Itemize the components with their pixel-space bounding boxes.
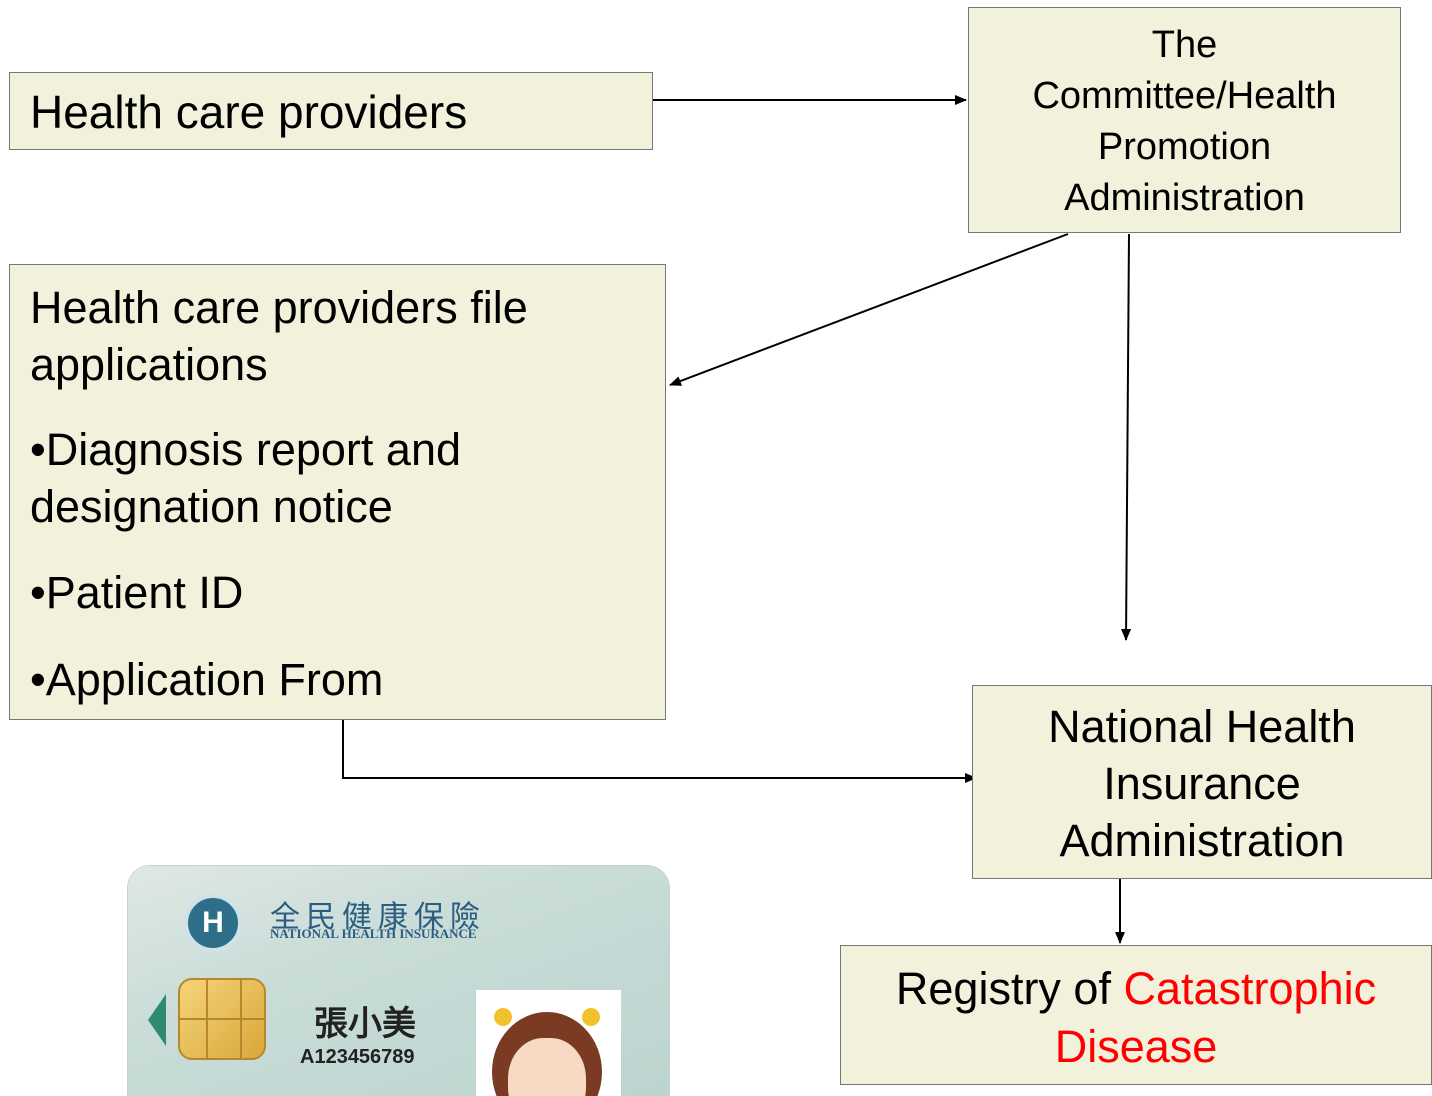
registry-highlight-2: Disease xyxy=(1054,1021,1218,1072)
applications-bullet-diagnosis: •Diagnosis report and designation notice xyxy=(30,424,461,532)
node-registry-catastrophic-disease: Registry of Catastrophic Disease xyxy=(840,945,1432,1085)
applications-intro: Health care providers file applications xyxy=(30,282,528,390)
node-national-health-insurance: National Health Insurance Administration xyxy=(972,685,1432,879)
node-label: National Health Insurance Administration xyxy=(1048,701,1356,866)
smart-chip-icon xyxy=(178,978,266,1060)
registry-highlight: Catastrophic xyxy=(1123,963,1377,1014)
node-label: Registry of Catastrophic Disease xyxy=(841,946,1431,1076)
hair-bow-icon xyxy=(494,1008,512,1026)
node-health-care-providers: Health care providers xyxy=(9,72,653,150)
insurance-card-image: H 全民健康保險 NATIONAL HEALTH INSURANCE 張小美 A… xyxy=(128,866,669,1096)
card-holder-name: 張小美 xyxy=(314,1005,416,1043)
card-insert-arrow-icon xyxy=(148,994,166,1046)
arrow-committee-to-nhi xyxy=(1121,233,1132,641)
applications-bullet-patient-id: •Patient ID xyxy=(30,567,244,618)
arrow-applications-to-nhi xyxy=(342,712,977,783)
node-label: The Committee/Health Promotion Administr… xyxy=(1032,24,1337,219)
card-photo xyxy=(476,990,621,1096)
card-title-chinese: 全民健康保險 xyxy=(270,900,486,935)
nhi-logo-icon: H xyxy=(184,894,242,952)
node-label: Health care providers xyxy=(30,86,468,138)
node-committee-health-promotion: The Committee/Health Promotion Administr… xyxy=(968,7,1401,233)
card-title-english: NATIONAL HEALTH INSURANCE xyxy=(270,926,477,941)
registry-prefix: Registry of xyxy=(895,963,1124,1014)
card-id-number: A123456789 xyxy=(300,1046,415,1068)
applications-bullet-application-form: •Application From xyxy=(30,654,384,705)
node-provider-applications: Health care providers file applications … xyxy=(9,264,666,720)
arrow-committee-to-applications xyxy=(669,233,1069,386)
hair-bow-icon xyxy=(582,1008,600,1026)
